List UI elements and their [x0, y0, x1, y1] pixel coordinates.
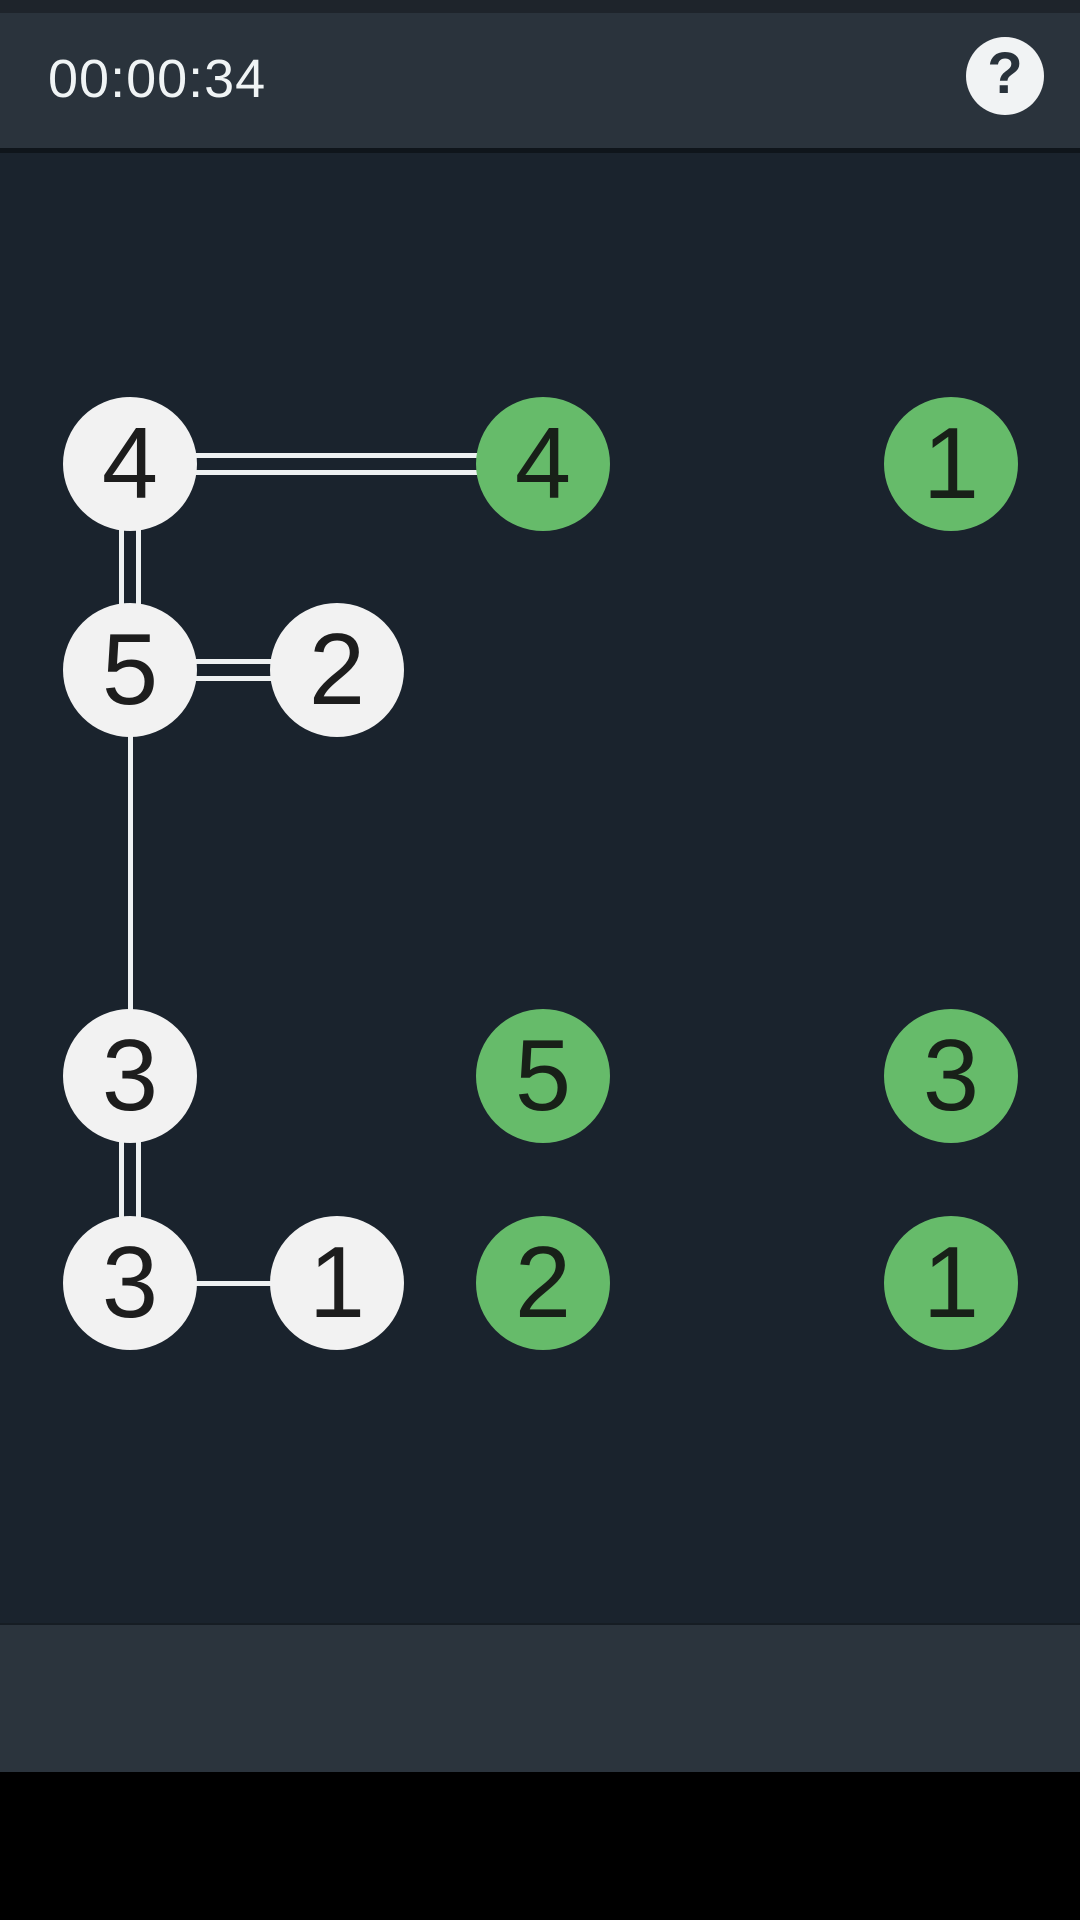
- bridge-line[interactable]: [136, 464, 141, 670]
- bridge-line[interactable]: [130, 676, 337, 681]
- game-timer: 00:00:34: [48, 49, 267, 109]
- island-node-green-5[interactable]: 5: [476, 1009, 610, 1143]
- island-node-green-3[interactable]: 3: [884, 1009, 1018, 1143]
- bridge-line[interactable]: [130, 453, 543, 458]
- island-node-white-2[interactable]: 2: [270, 603, 404, 737]
- island-node-white-3[interactable]: 3: [63, 1216, 197, 1350]
- android-nav-bar: [0, 1772, 1080, 1920]
- header-divider: [0, 148, 1080, 153]
- question-mark-icon: ?: [987, 41, 1023, 106]
- help-button[interactable]: ?: [966, 37, 1044, 115]
- bridge-line[interactable]: [136, 1076, 141, 1283]
- island-node-green-1[interactable]: 1: [884, 1216, 1018, 1350]
- island-node-green-2[interactable]: 2: [476, 1216, 610, 1350]
- bridge-line[interactable]: [127, 670, 133, 1076]
- island-node-white-3[interactable]: 3: [63, 1009, 197, 1143]
- bottom-toolbar: [0, 1623, 1080, 1772]
- header-bar: 00:00:34 ?: [0, 0, 1080, 148]
- island-node-green-1[interactable]: 1: [884, 397, 1018, 531]
- island-node-white-4[interactable]: 4: [63, 397, 197, 531]
- island-node-green-4[interactable]: 4: [476, 397, 610, 531]
- bridge-line[interactable]: [119, 464, 124, 670]
- island-node-white-5[interactable]: 5: [63, 603, 197, 737]
- bridge-line[interactable]: [119, 1076, 124, 1283]
- bridge-line[interactable]: [130, 1280, 337, 1286]
- island-node-white-1[interactable]: 1: [270, 1216, 404, 1350]
- bridge-line[interactable]: [130, 470, 543, 475]
- status-bar: [0, 0, 1080, 13]
- bridge-line[interactable]: [130, 659, 337, 664]
